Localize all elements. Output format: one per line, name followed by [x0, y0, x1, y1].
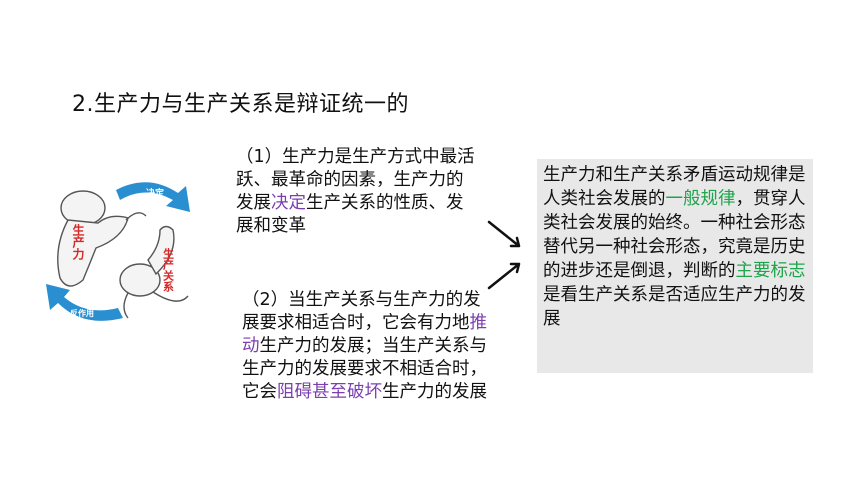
- point-2-text: （2）当生产关系与生产力的发展要求相适合时，它会有力地: [242, 290, 481, 333]
- label-productivity: 生产力: [71, 223, 85, 261]
- point-1-text-end: 生产关系的性质、发展和变革: [236, 193, 464, 236]
- conclusion-text-mid: ，贯穿人类社会发展的始终。一种社会形态替代另一种社会形态，究竟是历史的进步还是倒…: [543, 189, 806, 281]
- productivity-relations-cycle-diagram: 生产力 生产关系 决定 反作用: [46, 182, 190, 321]
- conclusion-highlight-2: 主要标志: [735, 261, 806, 281]
- point-1-text: （1）生产力是生产方式中最活跃、最革命的因素，生产力的发展: [236, 147, 475, 213]
- figure-productivity: [57, 190, 147, 287]
- point-2-text-end: 生产力的发展: [382, 382, 487, 402]
- point-2: （2）当生产关系与生产力的发展要求相适合时，它会有力地推动生产力的发展；当生产关…: [242, 289, 497, 404]
- label-decide: 决定: [146, 187, 165, 199]
- figure-relations: [119, 225, 189, 319]
- point-2-highlight-2: 阻碍甚至破坏: [277, 382, 382, 402]
- point-1-highlight: 决定: [271, 193, 306, 213]
- point-2-text-mid: 生产力的发展；当生产关系与生产力的发展要求不相适合时，它会: [242, 336, 487, 402]
- slide-title: 2.生产力与生产关系是辩证统一的: [72, 92, 409, 117]
- conclusion-text: 生产力和生产关系矛盾运动规律是人类社会发展的: [543, 165, 806, 209]
- arrow-reaction: [46, 284, 123, 321]
- label-reaction: 反作用: [70, 308, 94, 318]
- arrow-decide: [116, 182, 190, 212]
- point-1: （1）生产力是生产方式中最活跃、最革命的因素，生产力的发展决定生产关系的性质、发…: [236, 146, 476, 238]
- conclusion-box: 生产力和生产关系矛盾运动规律是人类社会发展的一般规律，贯穿人类社会发展的始终。一…: [537, 159, 813, 373]
- converging-arrows: [487, 220, 521, 290]
- conclusion-highlight-1: 一般规律: [665, 189, 736, 209]
- conclusion-text-end: 是看生产关系是否适应生产力的发展: [543, 285, 806, 329]
- point-2-highlight-1: 推动: [242, 313, 487, 356]
- label-relations: 生产关系: [162, 247, 175, 293]
